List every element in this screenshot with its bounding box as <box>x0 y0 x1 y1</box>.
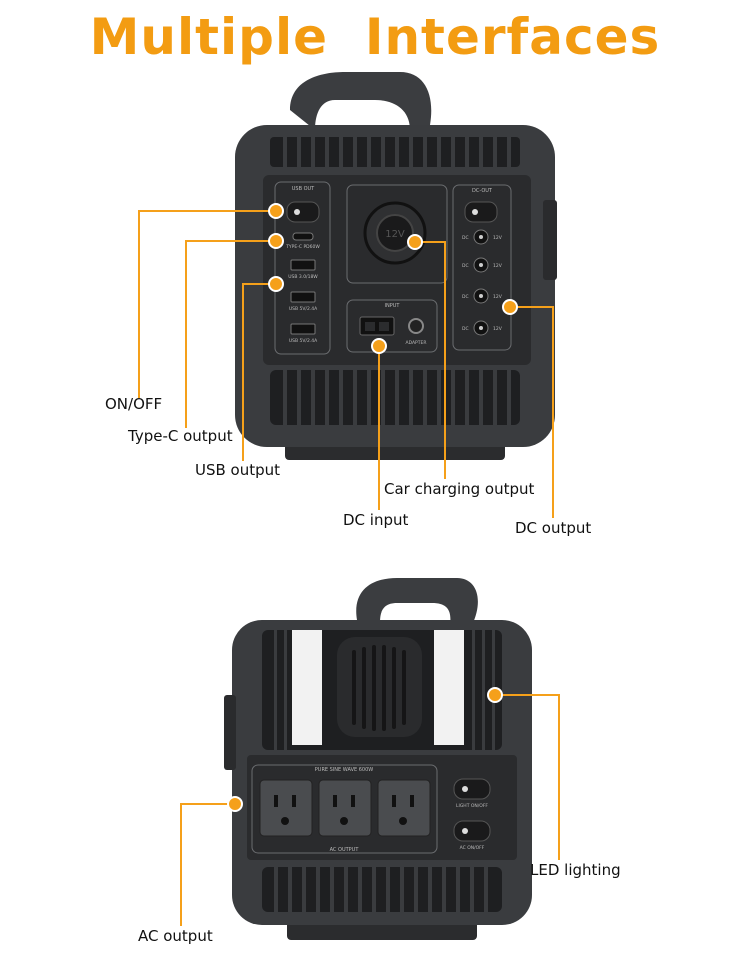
adapter-port[interactable] <box>408 318 424 334</box>
bottom-power-station: PURE SINE WAVE 600W AC OUTPUT LIGHT ON/O… <box>224 578 532 940</box>
led-light-right <box>434 630 464 745</box>
callout-dot-dc-input <box>371 338 387 354</box>
callout-dot-type-c <box>268 233 284 249</box>
svg-text:12V: 12V <box>493 294 503 300</box>
svg-text:DC: DC <box>462 263 469 269</box>
ac-socket-2[interactable] <box>318 779 372 837</box>
svg-text:DC-OUT: DC-OUT <box>472 188 493 194</box>
light-on-off-button[interactable] <box>453 778 491 800</box>
svg-text:DC: DC <box>462 235 469 241</box>
callout-dot-dc-output <box>502 299 518 315</box>
svg-text:12V: 12V <box>493 235 503 241</box>
svg-text:12V: 12V <box>385 229 405 240</box>
callout-ac-output: AC output <box>138 927 213 945</box>
svg-text:LIGHT ON/OFF: LIGHT ON/OFF <box>456 803 488 809</box>
callout-car-charging-output: Car charging output <box>384 480 535 498</box>
usb-port-1[interactable] <box>290 291 316 303</box>
svg-text:ADAPTER: ADAPTER <box>406 340 427 346</box>
dc-power-button[interactable] <box>464 201 498 223</box>
ac-socket-1[interactable] <box>259 779 313 837</box>
type-c-port[interactable] <box>292 232 314 241</box>
callout-led-lighting: LED lighting <box>530 861 621 879</box>
usb-port-qc[interactable] <box>290 259 316 271</box>
svg-text:AC ON/OFF: AC ON/OFF <box>460 845 485 851</box>
usb-port-2[interactable] <box>290 323 316 335</box>
callout-dc-output: DC output <box>515 519 592 537</box>
svg-text:TYPE-C PD60W: TYPE-C PD60W <box>285 244 320 250</box>
callout-on-off: ON/OFF <box>105 395 163 413</box>
callout-usb-output: USB output <box>195 461 281 479</box>
svg-text:USB 5V/2.4A: USB 5V/2.4A <box>289 338 318 344</box>
callout-dot-led <box>487 687 503 703</box>
svg-text:DC: DC <box>462 294 469 300</box>
page-title: Multiple Interfaces <box>89 8 661 66</box>
usb-out-label: USB OUT <box>292 186 315 192</box>
callout-type-c-output: Type-C output <box>128 427 233 445</box>
handle <box>356 578 478 625</box>
top-power-station: USB OUT TYPE-C PD60W USB 3.0/18W USB 5V/… <box>235 72 557 460</box>
callout-dc-input: DC input <box>343 511 409 529</box>
svg-text:USB 3.0/18W: USB 3.0/18W <box>288 274 318 280</box>
fan-grille <box>337 637 422 737</box>
svg-text:INPUT: INPUT <box>385 303 401 309</box>
usb-power-button[interactable] <box>286 201 320 223</box>
callout-dot-usb <box>268 276 284 292</box>
svg-text:PURE SINE WAVE 600W: PURE SINE WAVE 600W <box>315 767 374 773</box>
svg-text:12V: 12V <box>493 326 503 332</box>
svg-text:AC OUTPUT: AC OUTPUT <box>330 847 360 853</box>
handle <box>290 72 432 130</box>
callout-dot-car <box>407 234 423 250</box>
svg-text:12V: 12V <box>493 263 503 269</box>
ac-socket-3[interactable] <box>377 779 431 837</box>
callout-dot-on-off <box>268 203 284 219</box>
ac-on-off-button[interactable] <box>453 820 491 842</box>
callout-dot-ac <box>227 796 243 812</box>
led-light-left <box>292 630 322 745</box>
svg-text:USB 5V/2.4A: USB 5V/2.4A <box>289 306 318 312</box>
svg-text:DC: DC <box>462 326 469 332</box>
